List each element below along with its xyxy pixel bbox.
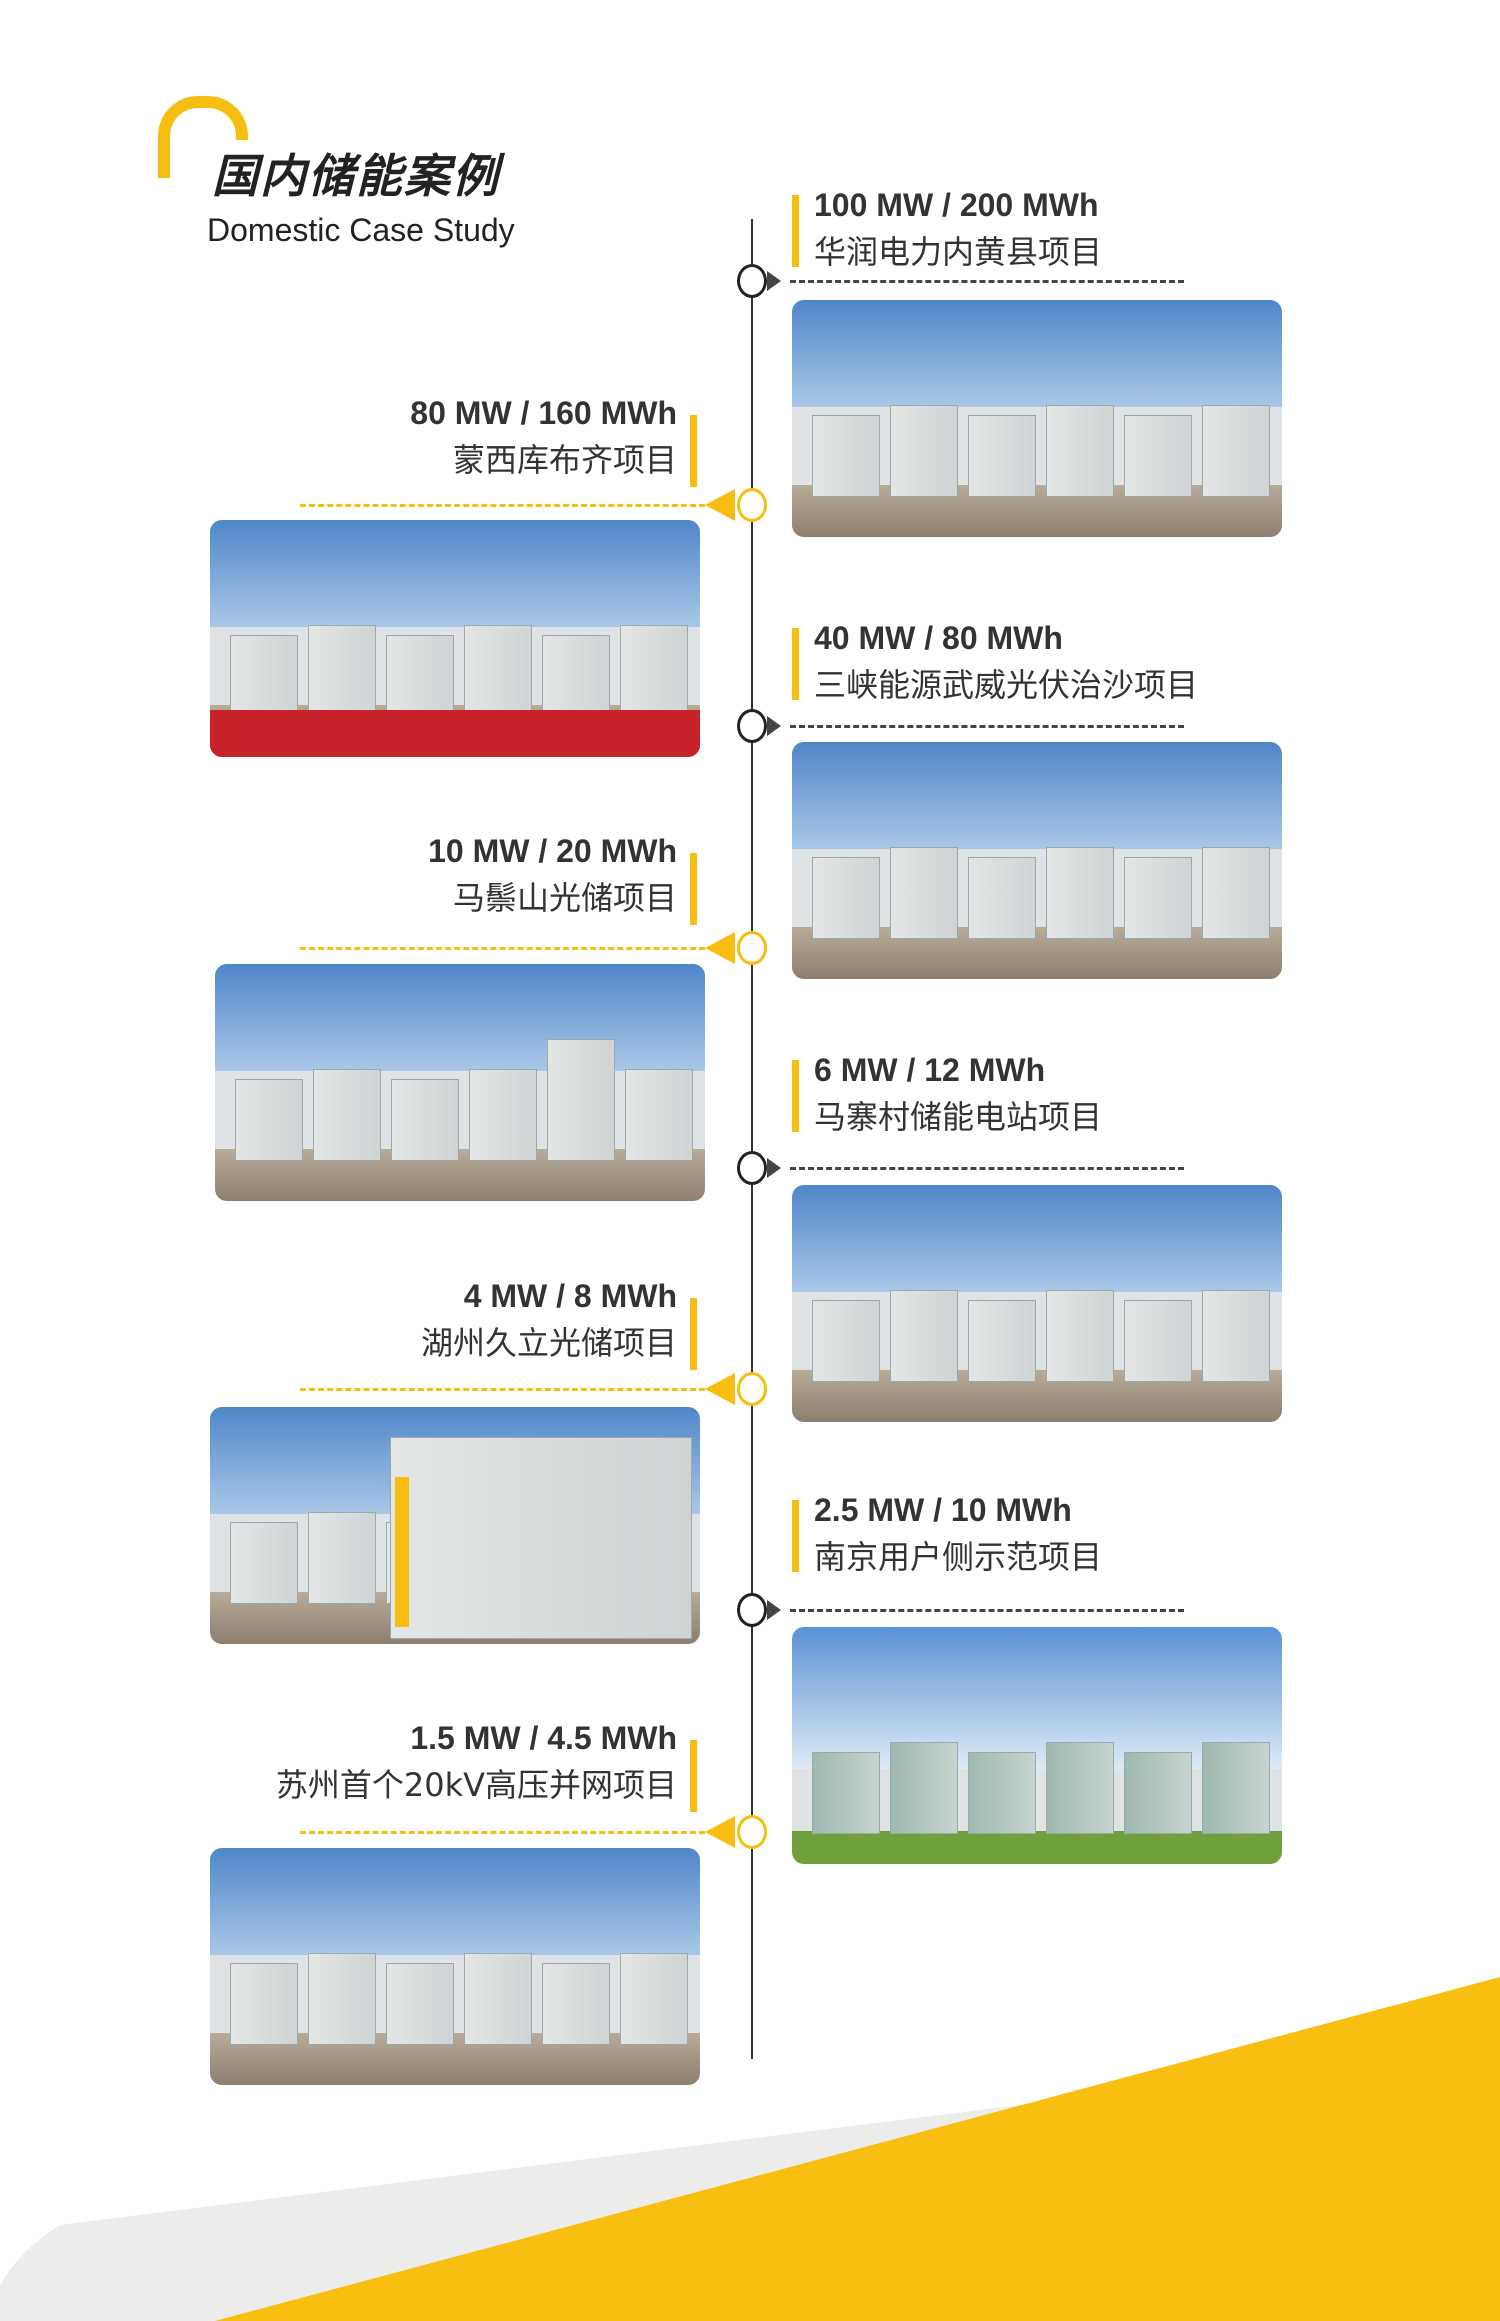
timeline-node (737, 488, 767, 522)
dashed-connector (790, 280, 1184, 283)
case-photo (792, 742, 1282, 979)
case-photo (792, 300, 1282, 537)
accent-bar (792, 195, 799, 267)
case-name: 马寨村储能电站项目 (814, 1098, 1103, 1136)
accent-bar (792, 628, 799, 700)
arrow-right-icon (767, 716, 781, 736)
case-name: 湖州久立光储项目 (420, 1324, 677, 1362)
accent-bar (792, 1060, 799, 1132)
timeline-node (737, 931, 767, 965)
timeline-node (737, 709, 767, 743)
yellow-band (215, 1977, 1500, 2321)
timeline-node (737, 1151, 767, 1185)
accent-bar (690, 1740, 697, 1812)
case-photo (215, 964, 705, 1201)
timeline-node (737, 1815, 767, 1849)
dashed-connector (300, 947, 705, 950)
case-photo (792, 1185, 1282, 1422)
arrow-left-icon (705, 489, 735, 521)
case-photo (210, 1848, 700, 2085)
dashed-connector (790, 725, 1184, 728)
timeline-node (737, 1593, 767, 1627)
case-photo (210, 1407, 700, 1644)
accent-bar (690, 853, 697, 925)
accent-bar (690, 415, 697, 487)
case-name: 南京用户侧示范项目 (814, 1538, 1103, 1576)
case-capacity: 80 MW / 160 MWh (410, 395, 677, 431)
page-subtitle: Domestic Case Study (207, 212, 515, 248)
case-name: 苏州首个20kV高压并网项目 (275, 1766, 677, 1804)
arrow-left-icon (705, 1373, 735, 1405)
accent-bar (792, 1500, 799, 1572)
case-name: 蒙西库布齐项目 (452, 441, 677, 479)
case-capacity: 100 MW / 200 MWh (814, 187, 1099, 223)
arrow-right-icon (767, 1158, 781, 1178)
case-capacity: 40 MW / 80 MWh (814, 620, 1063, 656)
case-name: 三峡能源武威光伏治沙项目 (814, 666, 1199, 704)
bracket-gap (226, 140, 256, 185)
arrow-left-icon (705, 932, 735, 964)
case-capacity: 2.5 MW / 10 MWh (814, 1492, 1072, 1528)
dashed-connector (790, 1609, 1184, 1612)
page-title: 国内储能案例 (212, 149, 500, 203)
arrow-left-icon (705, 1816, 735, 1848)
case-photo (210, 520, 700, 757)
timeline-line (751, 219, 753, 2059)
dashed-connector (790, 1167, 1184, 1170)
case-capacity: 6 MW / 12 MWh (814, 1052, 1046, 1088)
case-capacity: 10 MW / 20 MWh (428, 833, 677, 869)
timeline-node (737, 264, 767, 298)
dashed-connector (300, 1831, 705, 1834)
case-capacity: 4 MW / 8 MWh (463, 1278, 677, 1314)
case-name: 马鬃山光储项目 (452, 879, 677, 917)
case-name: 华润电力内黄县项目 (814, 233, 1103, 271)
dashed-connector (300, 504, 705, 507)
timeline-node (737, 1372, 767, 1406)
arrow-right-icon (767, 271, 781, 291)
case-photo (792, 1627, 1282, 1864)
accent-bar (690, 1298, 697, 1370)
case-capacity: 1.5 MW / 4.5 MWh (410, 1720, 677, 1756)
dashed-connector (300, 1388, 705, 1391)
arrow-right-icon (767, 1600, 781, 1620)
